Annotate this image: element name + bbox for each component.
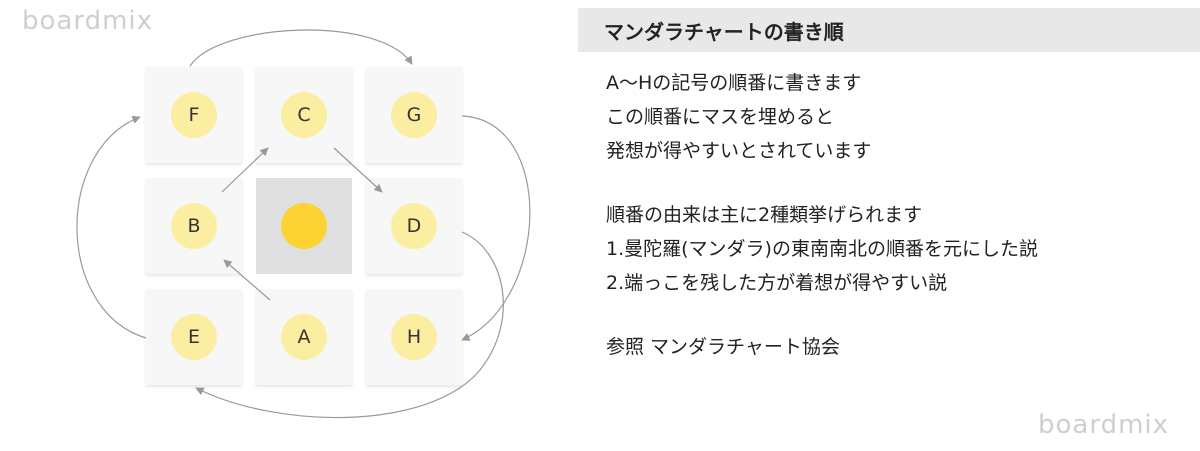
- arrow-f-to-g: [189, 29, 413, 67]
- text-line: 2.端っこを残した方が着想が得やすい説: [606, 272, 948, 294]
- cell-e[interactable]: E: [146, 289, 242, 385]
- circle-c: C: [281, 92, 327, 138]
- mandala-order-diagram: F C G B D E A H: [0, 0, 560, 451]
- watermark-bottom: boardmix: [1038, 410, 1170, 440]
- text-line: 1.曼陀羅(マンダラ)の東南南北の順番を元にした説: [606, 238, 1038, 260]
- reference-line: 参照 マンダラチャート協会: [606, 336, 840, 358]
- text-line: この順番にマスを埋めると: [606, 106, 835, 128]
- cell-b[interactable]: B: [146, 178, 242, 274]
- watermark-top: boardmix: [22, 6, 154, 36]
- circle-b: B: [171, 203, 217, 249]
- panel-body: A〜Hの記号の順番に書きます この順番にマスを埋めると 発想が得やすいとされてい…: [578, 52, 1200, 364]
- cell-f[interactable]: F: [146, 67, 242, 163]
- text-line: 発想が得やすいとされています: [606, 140, 872, 162]
- panel-title: マンダラチャートの書き順: [578, 8, 1200, 52]
- circle-h: H: [391, 314, 437, 360]
- arrow-g-to-h: [461, 115, 531, 341]
- circle-g: G: [391, 92, 437, 138]
- cell-c[interactable]: C: [256, 67, 352, 163]
- center-dot: [281, 203, 327, 249]
- circle-f: F: [171, 92, 217, 138]
- cell-d[interactable]: D: [366, 178, 462, 274]
- cell-a[interactable]: A: [256, 289, 352, 385]
- explanation-panel: マンダラチャートの書き順 A〜Hの記号の順番に書きます この順番にマスを埋めると…: [578, 8, 1200, 364]
- arrow-e-to-f: [76, 115, 147, 339]
- text-line: 順番の由来は主に2種類挙げられます: [606, 204, 923, 226]
- circle-a: A: [281, 314, 327, 360]
- cell-h[interactable]: H: [366, 289, 462, 385]
- circle-e: E: [171, 314, 217, 360]
- cell-center[interactable]: [256, 178, 352, 274]
- text-line: A〜Hの記号の順番に書きます: [606, 72, 862, 94]
- cell-g[interactable]: G: [366, 67, 462, 163]
- circle-d: D: [391, 203, 437, 249]
